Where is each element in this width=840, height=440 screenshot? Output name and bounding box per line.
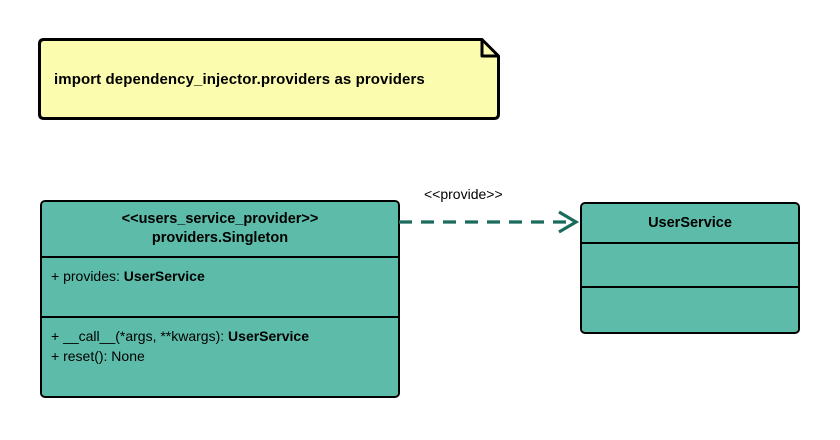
operation-label: __call__(*args, **kwargs): (63, 328, 229, 344)
attribute-type: UserService (123, 268, 205, 284)
class-name: UserService (648, 214, 732, 231)
operation-visibility: + (51, 348, 60, 364)
note-text: import dependency_injector.providers as … (54, 70, 425, 88)
attribute-label: provides: (63, 268, 124, 284)
relation-label: <<provide>> (424, 186, 503, 202)
operation-row: + __call__(*args, **kwargs): UserService (51, 326, 398, 346)
note-shape (38, 38, 500, 120)
attribute-visibility: + (51, 268, 60, 284)
attributes-compartment-service (582, 242, 798, 286)
note-import[interactable]: import dependency_injector.providers as … (38, 38, 500, 120)
class-header-provider: <<users_service_provider>> providers.Sin… (42, 202, 398, 256)
operations-compartment-service (582, 286, 798, 331)
attribute-row: + provides: UserService (51, 266, 398, 286)
operation-type: UserService (228, 328, 309, 344)
operations-compartment-provider: + __call__(*args, **kwargs): UserService… (42, 316, 398, 395)
class-name: providers.Singleton (151, 230, 289, 246)
class-user-service[interactable]: UserService (580, 202, 800, 334)
class-stereotype: <<users_service_provider>> (121, 211, 319, 227)
class-users-service-provider[interactable]: <<users_service_provider>> providers.Sin… (40, 200, 400, 398)
class-header-service: UserService (582, 204, 798, 242)
operation-label: reset(): None (63, 348, 145, 364)
attributes-compartment-provider: + provides: UserService (42, 256, 398, 316)
relation-arrow-icon (399, 210, 580, 234)
operation-visibility: + (51, 328, 60, 344)
operation-row: + reset(): None (51, 346, 398, 366)
relation-provide[interactable]: <<provide>> (396, 186, 586, 234)
